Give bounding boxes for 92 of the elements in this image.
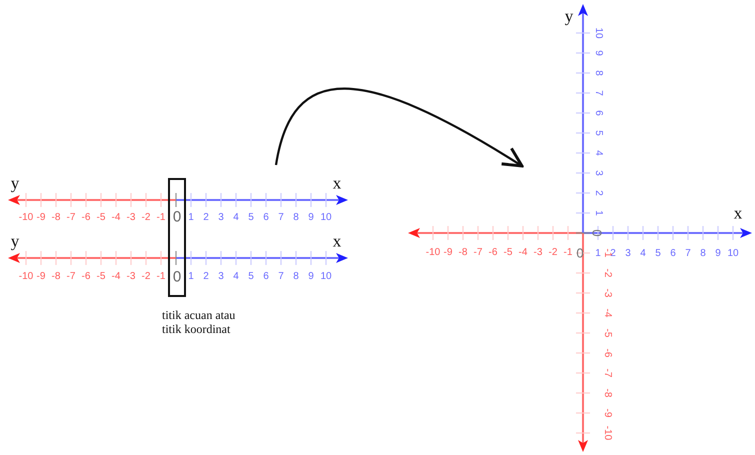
tick-label: 2	[203, 272, 209, 282]
zero-label: 0	[172, 270, 182, 284]
axis-label: y	[10, 174, 20, 192]
axis-label: x	[734, 204, 742, 222]
tick-label: -1	[602, 248, 612, 258]
tick-label: -6	[602, 348, 612, 358]
tick-label: -7	[474, 248, 482, 258]
tick-label: 2	[593, 190, 603, 196]
tick-label: 4	[233, 272, 239, 282]
tick-label: -8	[52, 213, 60, 223]
tick-label: 5	[248, 272, 254, 282]
tick-label: -2	[142, 213, 150, 223]
tick-label: 1	[593, 210, 603, 216]
note-text: titik acuan atau titik koordinat	[162, 308, 236, 336]
tick-label: 9	[593, 50, 603, 56]
tick-label: -3	[126, 272, 136, 282]
tick-label: 0	[590, 229, 604, 237]
tick-label: 4	[640, 249, 646, 259]
tick-label: -1	[564, 248, 572, 258]
tick-label: -9	[444, 248, 452, 258]
tick-label: 6	[263, 272, 269, 282]
tick-label: -9	[36, 272, 46, 282]
tick-label: 1	[188, 213, 194, 223]
tick-label: -5	[602, 328, 612, 338]
tick-label: -5	[504, 248, 512, 258]
tick-label: -7	[602, 368, 612, 378]
tick-label: -8	[458, 248, 468, 258]
tick-label: 3	[593, 170, 603, 176]
tick-label: -4	[518, 248, 528, 258]
tick-label: -4	[112, 272, 120, 282]
tick-label: -7	[66, 213, 76, 223]
tick-label: -3	[602, 288, 612, 298]
tick-label: 6	[670, 249, 676, 259]
tick-label: 1	[595, 249, 601, 259]
tick-label: 5	[655, 249, 661, 259]
tick-label: -10	[426, 248, 440, 258]
curved-arrow	[274, 88, 524, 168]
tick-label: 5	[593, 130, 603, 136]
tick-label: 10	[727, 249, 739, 259]
tick-label: 4	[233, 213, 239, 223]
tick-label: 5	[248, 213, 254, 223]
tick-label: -6	[488, 248, 498, 258]
tick-label: 3	[625, 249, 631, 259]
axis-label: x	[332, 174, 342, 192]
tick-label: 8	[593, 70, 603, 76]
tick-label: -8	[52, 272, 60, 282]
tick-label: 4	[593, 150, 603, 156]
tick-label: 10	[320, 213, 332, 223]
tick-label: 0	[576, 246, 584, 260]
tick-label: 2	[610, 249, 616, 259]
tick-label: -9	[36, 213, 46, 223]
axis-label: x	[332, 232, 342, 250]
tick-label: 7	[278, 213, 284, 223]
tick-label: -1	[156, 272, 166, 282]
tick-label: 3	[218, 213, 224, 223]
tick-label: -10	[602, 426, 612, 440]
tick-label: -10	[18, 272, 34, 282]
tick-label: 7	[278, 272, 284, 282]
axis-label: y	[10, 232, 20, 250]
tick-label: 10	[593, 27, 603, 39]
tick-label: 8	[293, 213, 299, 223]
tick-label: -1	[156, 213, 166, 223]
tick-label: -10	[18, 213, 34, 223]
tick-label: -2	[548, 248, 558, 258]
tick-label: -3	[534, 248, 542, 258]
zero-label: 0	[172, 210, 182, 224]
tick-label: -3	[126, 213, 136, 223]
tick-label: -5	[96, 272, 106, 282]
tick-label: -2	[602, 268, 612, 278]
tick-label: 8	[293, 272, 299, 282]
tick-label: 9	[715, 249, 721, 259]
tick-label: 9	[308, 213, 314, 223]
tick-label: -4	[112, 213, 120, 223]
tick-label: 10	[320, 272, 332, 282]
tick-label: -6	[82, 213, 90, 223]
axis-label: y	[564, 8, 574, 24]
tick-label: 6	[593, 110, 603, 116]
tick-label: 1	[188, 272, 194, 282]
tick-label: -8	[602, 388, 612, 398]
tick-label: -2	[142, 272, 150, 282]
tick-label: 7	[593, 90, 603, 96]
tick-label: -7	[66, 272, 76, 282]
tick-label: 7	[685, 249, 691, 259]
tick-label: 3	[218, 272, 224, 282]
tick-label: 6	[263, 213, 269, 223]
tick-label: 8	[700, 249, 706, 259]
tick-label: -5	[96, 213, 106, 223]
tick-label: 9	[308, 272, 314, 282]
tick-label: -9	[602, 408, 612, 418]
tick-label: -4	[602, 308, 612, 318]
tick-label: 2	[203, 213, 209, 223]
tick-label: -6	[82, 272, 90, 282]
